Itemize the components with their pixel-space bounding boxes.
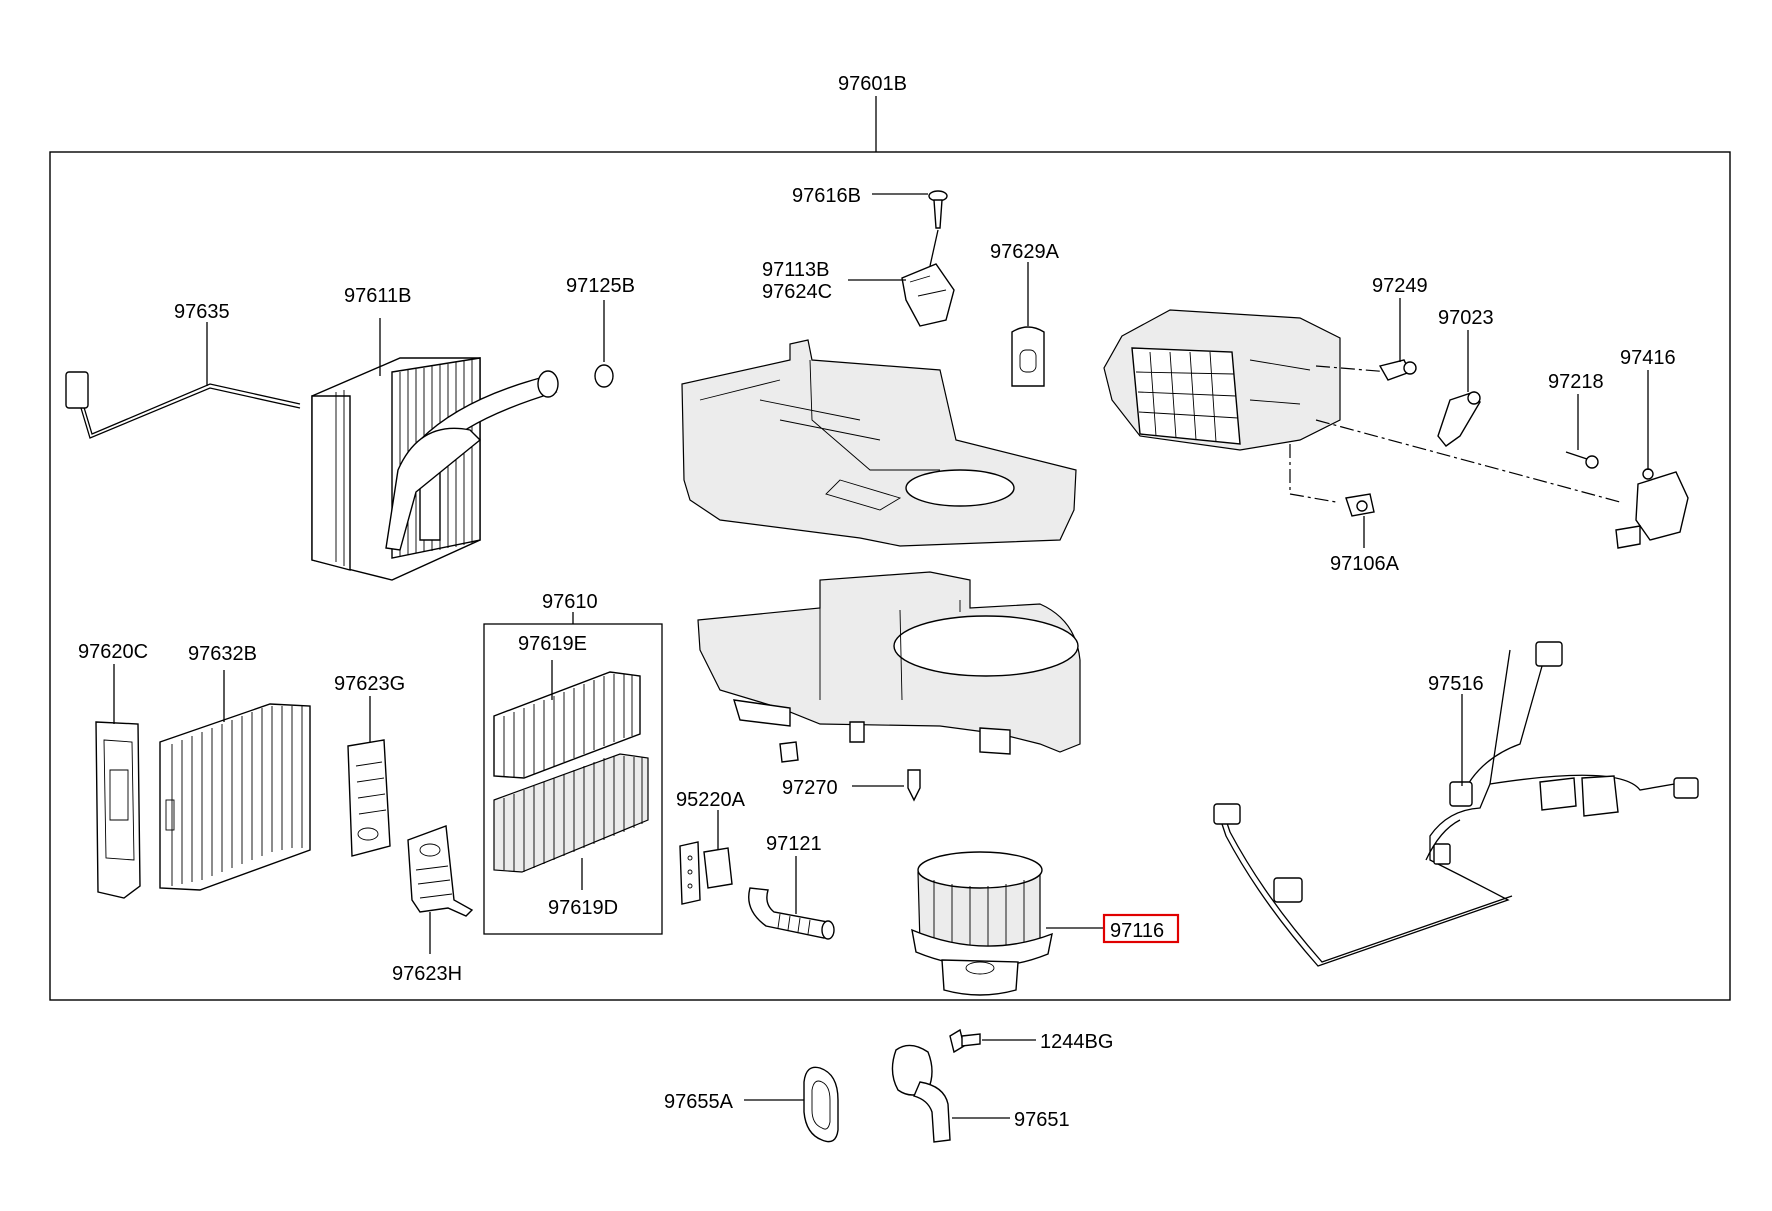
part-97623H-cover[interactable] bbox=[407, 825, 474, 917]
part-97270-clip[interactable] bbox=[779, 741, 921, 802]
callout-97106A[interactable]: 97106A bbox=[1330, 553, 1400, 575]
part-97218-screw[interactable] bbox=[1565, 451, 1599, 469]
part-upper-blower-case[interactable] bbox=[681, 339, 1077, 547]
part-97623G-cover[interactable] bbox=[347, 739, 391, 857]
callout-97416[interactable]: 97416 bbox=[1620, 347, 1676, 369]
part-97125B-oring[interactable] bbox=[594, 364, 614, 388]
callout-1244BG[interactable]: 1244BG bbox=[1040, 1031, 1113, 1053]
part-95220A-relay[interactable] bbox=[679, 841, 733, 905]
part-97113B-resistor[interactable] bbox=[901, 263, 955, 327]
highlight-box-97116 bbox=[1102, 913, 1180, 944]
callout-97623H[interactable]: 97623H bbox=[392, 963, 462, 985]
part-1244BG-bolt[interactable] bbox=[949, 1028, 981, 1054]
part-97106A-clip[interactable] bbox=[1345, 493, 1375, 517]
callout-97611B[interactable]: 97611B bbox=[344, 285, 411, 307]
part-97516-harness[interactable] bbox=[1213, 641, 1699, 967]
callout-97121[interactable]: 97121 bbox=[766, 833, 822, 855]
part-97619E-filter[interactable] bbox=[493, 671, 641, 779]
callout-97249[interactable]: 97249 bbox=[1372, 275, 1428, 297]
part-97629A-seal[interactable] bbox=[1011, 326, 1045, 387]
callout-95220A[interactable]: 95220A bbox=[676, 789, 746, 811]
part-97023-lever[interactable] bbox=[1437, 391, 1481, 447]
part-97655A-grommet[interactable] bbox=[803, 1066, 839, 1143]
part-97249-link[interactable] bbox=[1378, 359, 1417, 381]
callout-97624C[interactable]: 97624C bbox=[762, 281, 832, 303]
part-97121-hose[interactable] bbox=[748, 887, 835, 940]
part-97616B-screw[interactable] bbox=[928, 190, 948, 229]
callout-97601B[interactable]: 97601B bbox=[838, 73, 907, 95]
part-97611B-evaporator[interactable] bbox=[311, 357, 559, 581]
part-lower-blower-case[interactable] bbox=[697, 571, 1081, 755]
callout-97619E[interactable]: 97619E bbox=[518, 633, 587, 655]
part-97619D-filter[interactable] bbox=[493, 753, 649, 873]
part-97620C-cover[interactable] bbox=[95, 721, 141, 899]
callout-97635[interactable]: 97635 bbox=[174, 301, 230, 323]
part-97416-actuator[interactable] bbox=[1615, 468, 1689, 549]
callout-97651[interactable]: 97651 bbox=[1014, 1109, 1070, 1131]
callout-97023[interactable]: 97023 bbox=[1438, 307, 1494, 329]
part-97116-blower-motor[interactable] bbox=[911, 851, 1053, 996]
callout-97629A[interactable]: 97629A bbox=[990, 241, 1060, 263]
callout-97113B[interactable]: 97113B bbox=[762, 259, 829, 281]
callout-97125B[interactable]: 97125B bbox=[566, 275, 635, 297]
callout-97116[interactable]: 97116 bbox=[1110, 920, 1164, 942]
callout-97619D[interactable]: 97619D bbox=[548, 897, 618, 919]
part-97632B-cover[interactable] bbox=[159, 703, 311, 891]
assembly-frame bbox=[49, 151, 1731, 1001]
callout-97632B[interactable]: 97632B bbox=[188, 643, 257, 665]
part-intake-housing[interactable] bbox=[1103, 309, 1341, 451]
callout-97610[interactable]: 97610 bbox=[542, 591, 598, 613]
callout-97620C[interactable]: 97620C bbox=[78, 641, 148, 663]
callout-97270[interactable]: 97270 bbox=[782, 777, 838, 799]
callout-97623G[interactable]: 97623G bbox=[334, 673, 405, 695]
callout-97616B[interactable]: 97616B bbox=[792, 185, 861, 207]
part-97635-wire[interactable] bbox=[65, 322, 301, 439]
callout-97516[interactable]: 97516 bbox=[1428, 673, 1484, 695]
callout-97218[interactable]: 97218 bbox=[1548, 371, 1604, 393]
part-97651-duct[interactable] bbox=[891, 1044, 951, 1143]
callout-97655A[interactable]: 97655A bbox=[664, 1091, 734, 1113]
